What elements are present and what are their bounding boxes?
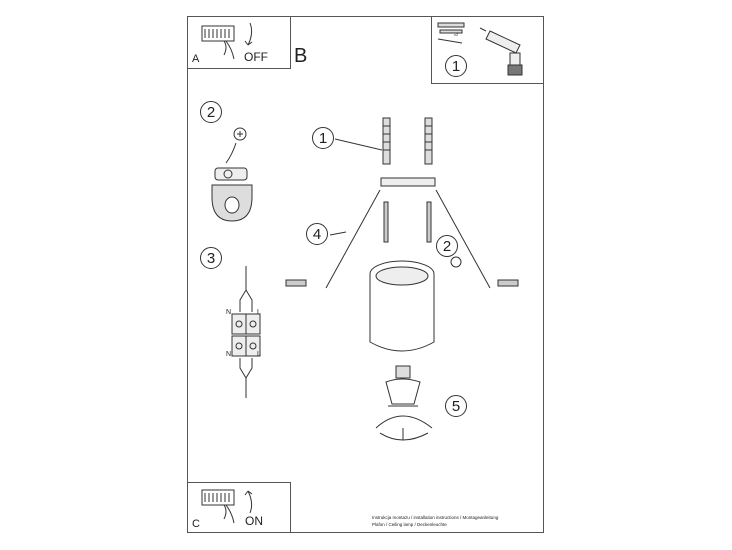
label-5-bulb: 5 bbox=[445, 395, 467, 417]
tools-box: x2 1 bbox=[431, 16, 544, 84]
step-2-ground: 2 bbox=[200, 101, 222, 123]
step-1-tools: 1 bbox=[445, 55, 467, 77]
terminal-l-top: L bbox=[257, 309, 261, 316]
footer-line-1: Instrukcja montażu / installation instru… bbox=[372, 515, 499, 520]
label-1-screws: 1 bbox=[312, 127, 334, 149]
quantity-mark: x2 bbox=[454, 32, 459, 37]
switch-on-icon bbox=[201, 489, 253, 524]
label-2-ground: 2 bbox=[436, 235, 458, 257]
terminal-n-top: N bbox=[226, 309, 232, 316]
panel-a-power-off: A OFF bbox=[187, 16, 291, 69]
instruction-sheet bbox=[187, 16, 544, 533]
switch-on-label: ON bbox=[245, 514, 263, 528]
panel-a-letter: A bbox=[192, 53, 200, 65]
drill-and-plugs-icon: x2 bbox=[437, 22, 523, 76]
panel-c-letter: C bbox=[192, 518, 200, 530]
terminal-n-bottom: N bbox=[226, 351, 232, 358]
label-4-bracket: 4 bbox=[306, 223, 328, 245]
footer-line-2: Plafon / Ceiling lamp / Deckenleuchte bbox=[372, 522, 447, 527]
panel-c-power-on: C ON bbox=[187, 482, 291, 533]
switch-off-label: OFF bbox=[244, 50, 268, 64]
panel-b-letter: B bbox=[294, 45, 308, 67]
step-3-connector: 3 bbox=[200, 247, 222, 269]
switch-off-icon bbox=[201, 22, 253, 60]
terminal-l-bottom: L bbox=[257, 351, 261, 358]
